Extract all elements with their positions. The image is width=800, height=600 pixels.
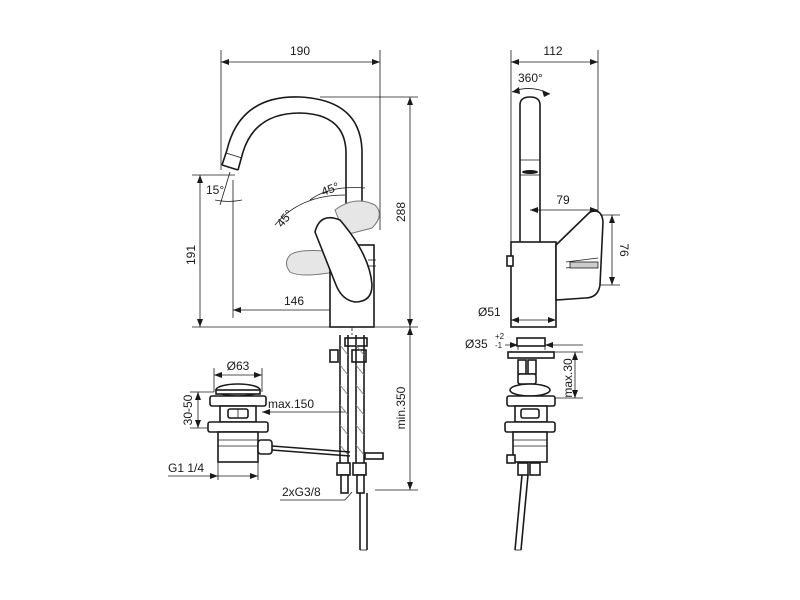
side-lever — [555, 210, 604, 301]
side-body — [510, 241, 557, 328]
dim-waste-range-label: 30-50 — [181, 394, 195, 425]
supply-thread-label: 2xG3/8 — [282, 485, 321, 499]
dim-depth-label: 112 — [543, 44, 562, 58]
rod-clip — [364, 452, 384, 460]
tolerance-plus: +2 — [495, 332, 505, 341]
side-waste-tailpiece — [512, 431, 548, 463]
dim-body-diameter-label: Ø51 — [478, 305, 501, 319]
angle-spout-label: 15° — [206, 183, 224, 197]
dim-height-total-label: 288 — [394, 202, 408, 222]
waste-thread-label: G1 1/4 — [168, 461, 204, 475]
dim-waste-diameter-label: Ø63 — [227, 359, 250, 373]
fitting-right — [352, 462, 367, 476]
waste-view: Ø63 30-50 max.150 G1 1/4 — [168, 359, 384, 480]
side-washer — [507, 351, 555, 359]
waste-link-rod — [271, 445, 351, 453]
side-view: 112 360° 79 76 Ø51 — [465, 44, 631, 551]
rotation-label: 360° — [518, 71, 543, 85]
angle-lever-b-label: 45° — [319, 179, 341, 198]
dim-spout-height-label: 191 — [184, 245, 198, 265]
dim-reach-label: 146 — [284, 294, 304, 308]
dim-waste-max-label: max.150 — [268, 397, 314, 411]
dim-width-label: 190 — [290, 44, 310, 58]
fitting-left — [336, 462, 351, 476]
spout-outer — [221, 96, 363, 230]
spout-inner — [237, 112, 347, 230]
dim-lever-height-label: 76 — [617, 243, 631, 257]
dim-lever-reach-label: 79 — [556, 193, 570, 207]
waste-tailpiece — [217, 431, 259, 463]
tolerance-minus: -1 — [495, 341, 503, 350]
tap-lever — [314, 216, 373, 303]
dim-min-length-label: min.350 — [394, 386, 408, 429]
dim-hole-diameter-label: Ø35 — [465, 337, 488, 351]
dim-max-deck-label: max.30 — [561, 358, 575, 398]
front-view: 190 288 191 146 15° — [184, 44, 418, 551]
lever-ghost-left — [286, 250, 336, 276]
angle-lever-a-label: 45° — [274, 207, 297, 230]
